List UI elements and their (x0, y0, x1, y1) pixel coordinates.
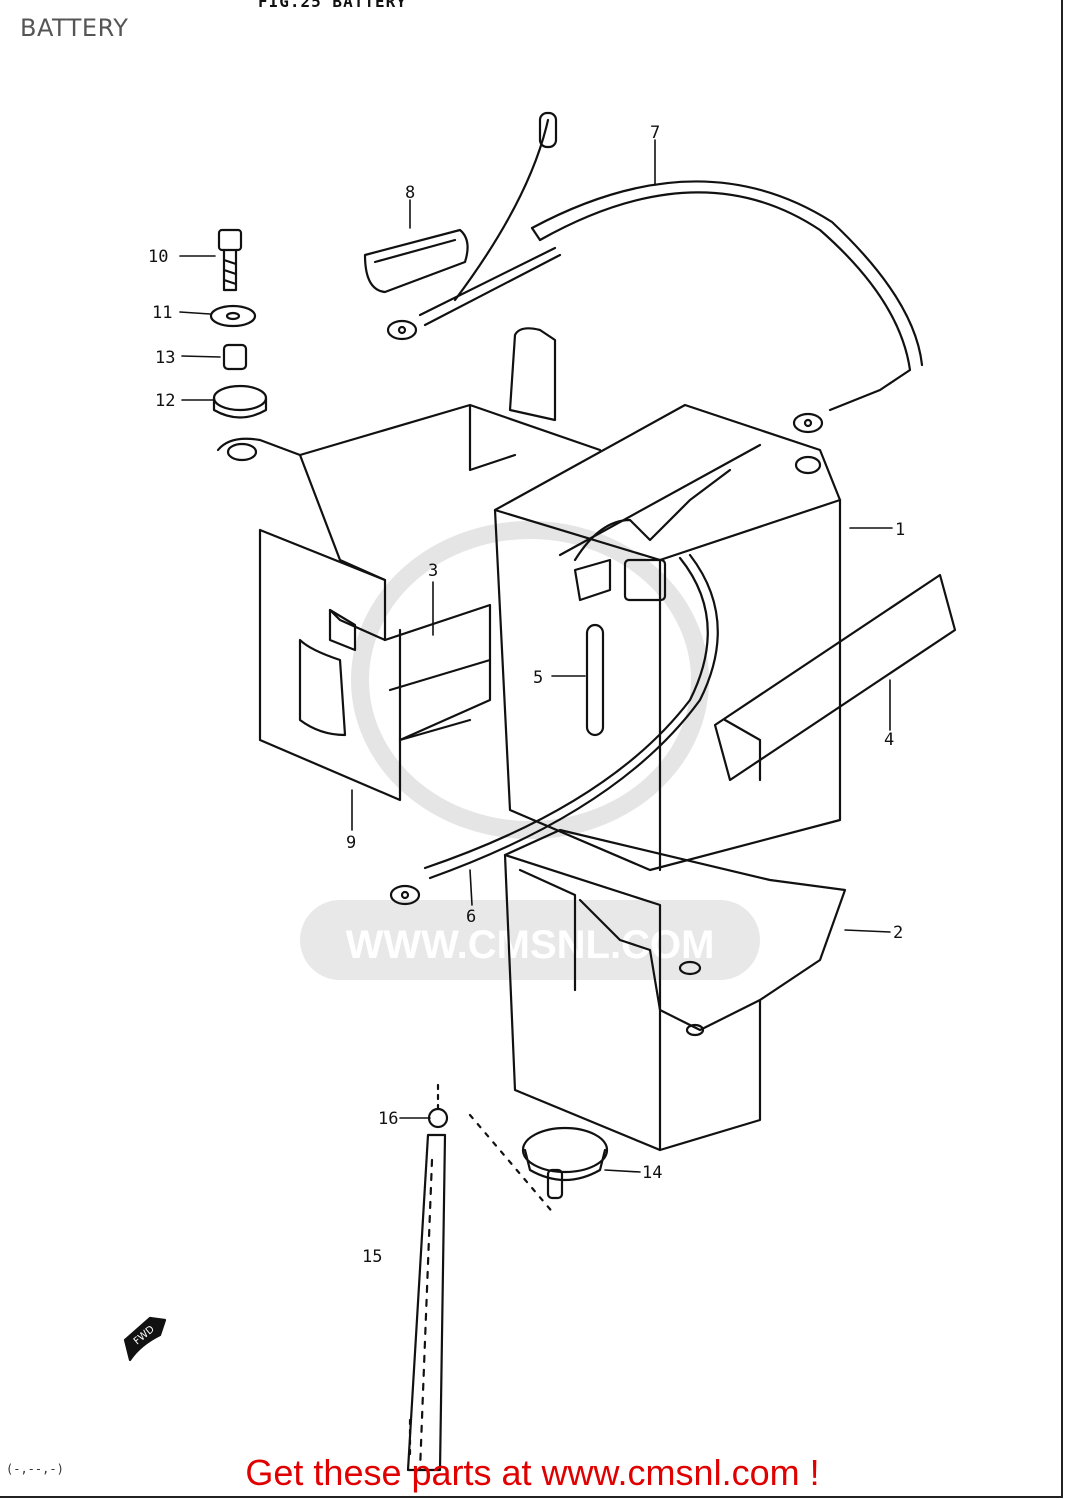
page-label: BATTERY (20, 14, 129, 42)
leader-lines (179, 139, 893, 1173)
callout-5: 5 (533, 668, 543, 688)
battery (493, 403, 842, 872)
breather-rod (585, 623, 605, 737)
callout-13: 13 (155, 348, 175, 368)
fwd-arrow (123, 1316, 167, 1362)
positive-cable (386, 111, 924, 434)
callout-10: 10 (148, 247, 168, 267)
drain-cap (521, 1126, 609, 1200)
watermark: WWW.CMSNL.COM (300, 521, 760, 980)
callout-15: 15 (362, 1247, 382, 1267)
footer-cta-link[interactable]: Get these parts at www.cmsnl.com ! (245, 1452, 820, 1493)
callout-9: 9 (346, 833, 356, 853)
callout-16: 16 (378, 1109, 398, 1129)
negative-cable (389, 553, 719, 906)
callout-6: 6 (466, 907, 476, 927)
battery-holder (216, 327, 602, 802)
battery-band (713, 573, 957, 782)
watermark-text: WWW.CMSNL.COM (346, 923, 715, 967)
callout-4: 4 (884, 730, 894, 750)
callout-2: 2 (893, 923, 903, 943)
callout-12: 12 (155, 391, 175, 411)
battery-case (503, 828, 847, 1152)
callout-3: 3 (428, 561, 438, 581)
callout-11: 11 (152, 303, 172, 323)
figure-title: FIG.25 BATTERY (258, 0, 407, 11)
callout-14: 14 (642, 1163, 662, 1183)
callout-7: 7 (650, 123, 660, 143)
terminal-cover (363, 228, 469, 294)
callout-1: 1 (895, 520, 905, 540)
drain-hose (406, 1107, 449, 1472)
callout-8: 8 (405, 183, 415, 203)
drawing-code-mark: (-,--,-) (6, 1462, 64, 1476)
mounting-hardware (209, 228, 268, 419)
callouts: 1 2 3 4 5 6 7 8 9 10 11 13 12 14 15 16 (148, 123, 905, 1267)
